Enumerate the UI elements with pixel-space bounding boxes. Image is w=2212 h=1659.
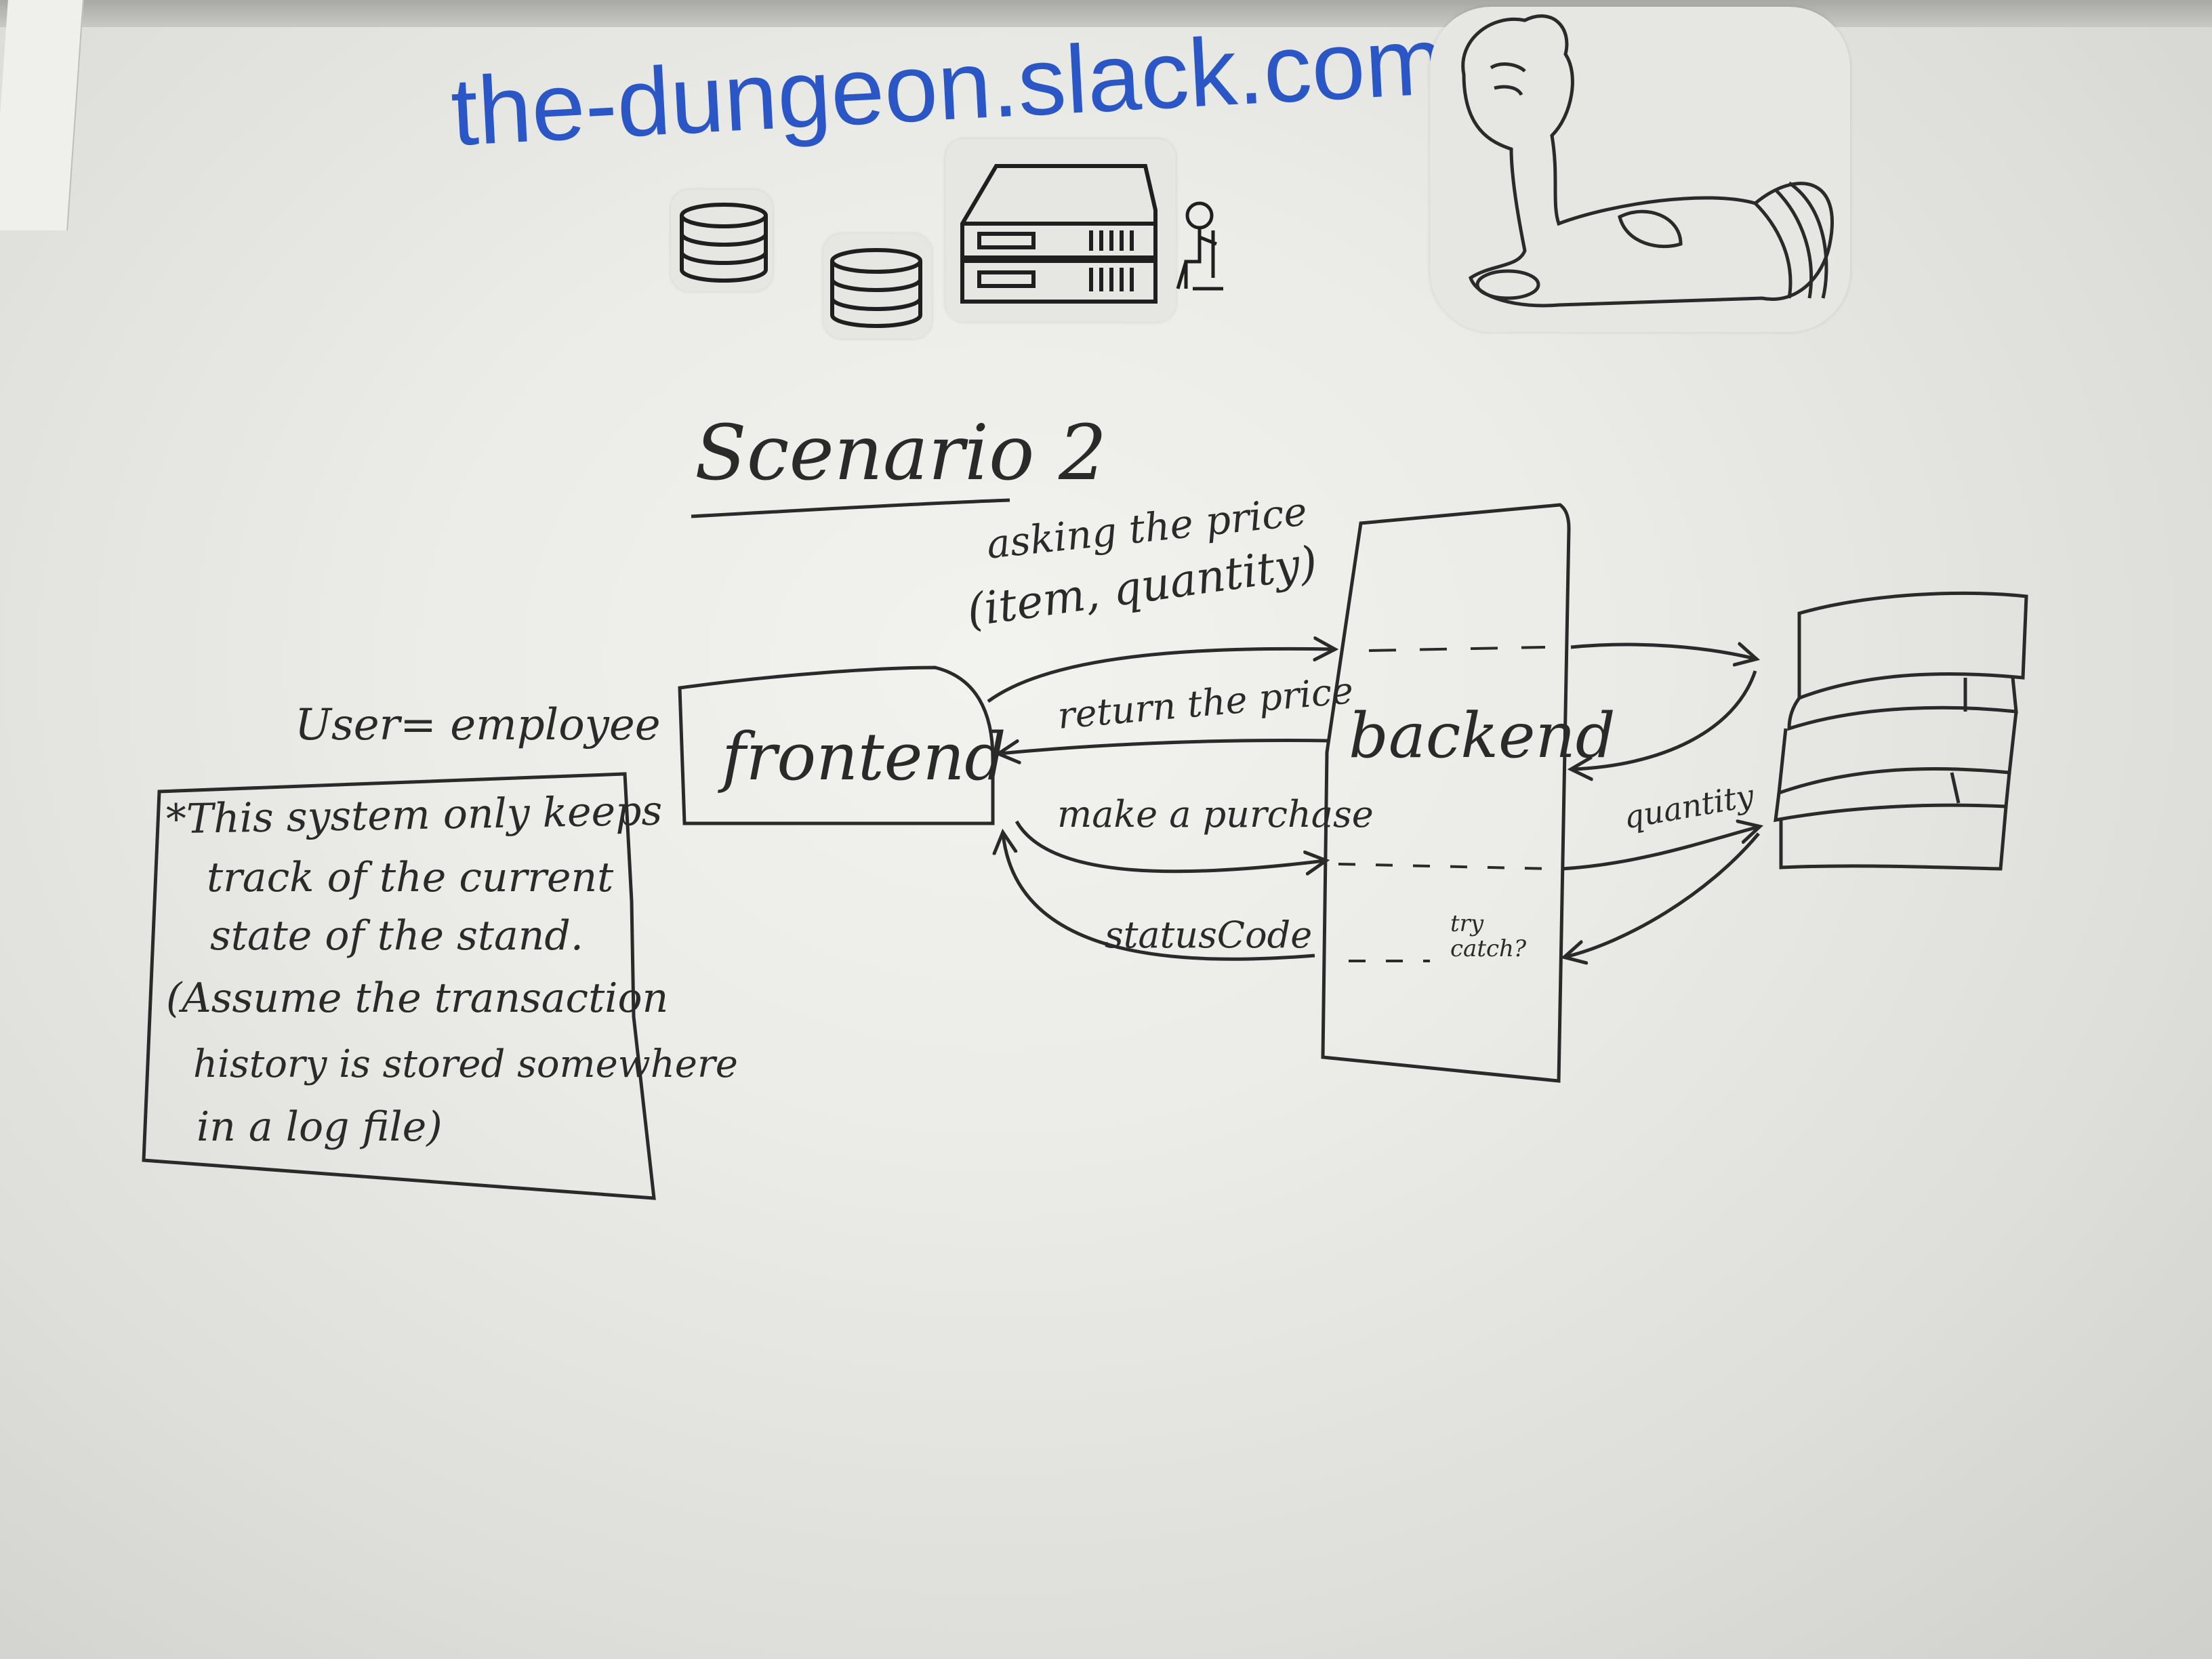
arrow-ask-price xyxy=(987,649,1334,703)
note-line: history is stored somewhere xyxy=(193,1042,738,1086)
arrow-from-store xyxy=(1572,670,1757,769)
frontend-label: frontend xyxy=(722,719,1006,795)
diagram-title: Scenario 2 xyxy=(695,409,1107,497)
arrow-to-store xyxy=(1570,644,1755,659)
backend-label: backend xyxy=(1349,699,1616,772)
arrow-status-code xyxy=(1003,834,1315,961)
arrow-make-purchase xyxy=(1015,820,1325,872)
pony-sticker xyxy=(1430,7,1850,332)
note-box xyxy=(142,772,656,1200)
database-icon xyxy=(680,203,768,283)
arrow-quantity xyxy=(1561,827,1759,871)
whiteboard-frame xyxy=(0,0,2212,27)
data-store-stack xyxy=(1774,591,2028,871)
note-line: (Assume the transaction xyxy=(166,975,669,1022)
server-rack-icon xyxy=(960,164,1158,304)
server-sticker xyxy=(945,139,1176,322)
status-code-label: statusCode xyxy=(1105,914,1313,956)
note-line: state of the stand. xyxy=(210,912,583,960)
title-underline xyxy=(691,498,1010,518)
note-line: track of the current xyxy=(207,854,614,901)
try-catch-label: try catch? xyxy=(1450,910,1527,963)
note-line: *This system only keeps xyxy=(165,787,663,844)
backend-box xyxy=(1321,503,1571,1083)
person-at-desk-icon xyxy=(1176,201,1223,291)
dashed-line-2 xyxy=(1338,863,1553,870)
database-icon xyxy=(830,248,922,328)
make-purchase-label: make a purchase xyxy=(1057,793,1374,836)
pony-drawing xyxy=(1461,14,1834,308)
dashed-line-1 xyxy=(1368,646,1546,652)
user-label: User= employee xyxy=(295,700,661,750)
arrow-store-to-trycatch xyxy=(1565,832,1760,957)
note-line: in a log file) xyxy=(197,1103,443,1151)
arrow-return-price xyxy=(1000,738,1330,754)
frontend-box xyxy=(678,665,995,825)
